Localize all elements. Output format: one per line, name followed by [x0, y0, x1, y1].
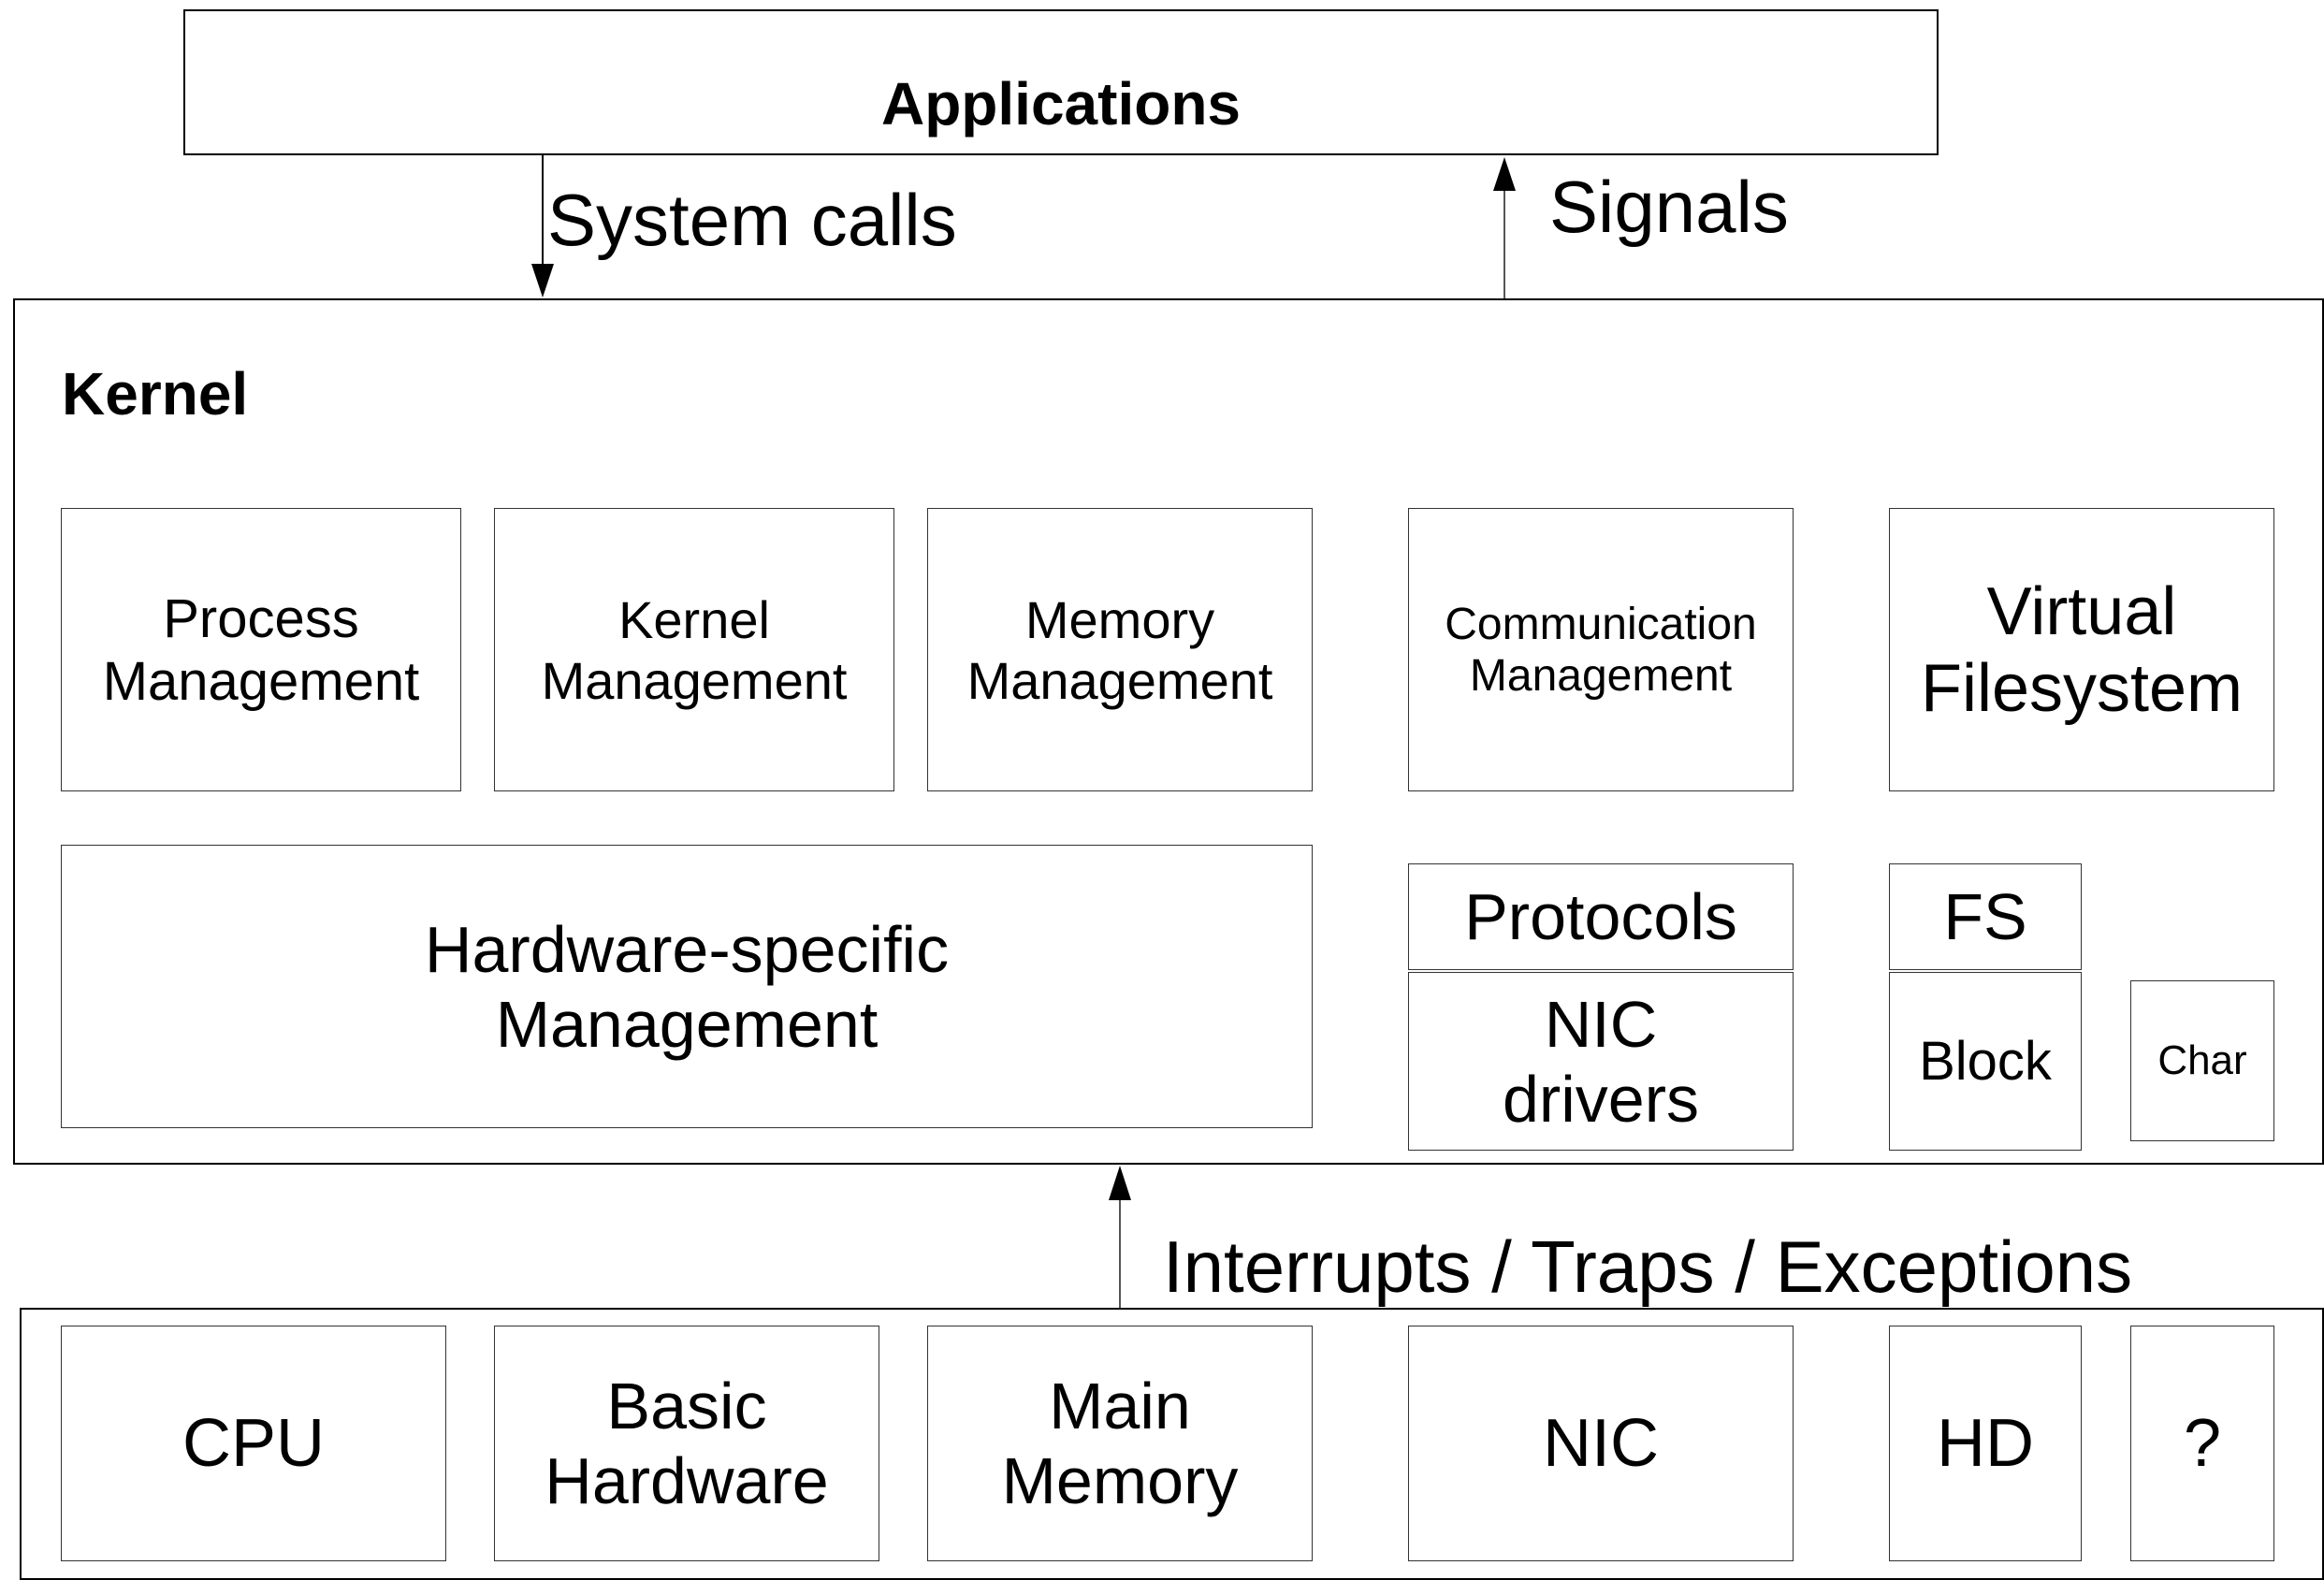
- main-memory-line1: Main: [1049, 1370, 1191, 1442]
- interrupts-arrow: [1109, 1166, 1131, 1308]
- interrupts-label: Interrupts / Traps / Exceptions: [1163, 1225, 2133, 1308]
- system-calls-arrow: [531, 155, 554, 297]
- basic-hardware-line2: Hardware: [545, 1444, 829, 1517]
- nic-drivers-box: NIC drivers: [1408, 972, 1794, 1151]
- communication-management-box: Communication Management: [1408, 508, 1794, 791]
- nic-label: NIC: [1543, 1406, 1659, 1481]
- applications-box: Applications: [183, 9, 1939, 155]
- hd-box: HD: [1889, 1326, 2082, 1561]
- protocols-box: Protocols: [1408, 863, 1794, 970]
- basic-hardware-line1: Basic: [606, 1370, 767, 1442]
- basic-hardware-box: Basic Hardware: [494, 1326, 879, 1561]
- protocols-label: Protocols: [1464, 880, 1737, 953]
- hd-label: HD: [1937, 1406, 2034, 1481]
- kernel-title: Kernel: [62, 360, 249, 428]
- virtual-filesystem-line2: Filesystem: [1920, 650, 2244, 726]
- kernel-management-line1: Kernel: [618, 589, 770, 649]
- process-management-line2: Management: [102, 650, 420, 712]
- cpu-label: CPU: [182, 1406, 325, 1481]
- nic-drivers-line2: drivers: [1502, 1062, 1700, 1136]
- process-management-line1: Process: [163, 587, 359, 649]
- hardware-specific-line1: Hardware-specific: [424, 912, 950, 986]
- process-management-box: Process Management: [61, 508, 461, 791]
- virtual-filesystem-box: Virtual Filesystem: [1889, 508, 2274, 791]
- memory-management-box: Memory Management: [927, 508, 1313, 791]
- block-label: Block: [1919, 1031, 2052, 1092]
- hardware-specific-line2: Management: [495, 987, 879, 1061]
- unknown-device-box: ?: [2130, 1326, 2274, 1561]
- memory-management-line1: Memory: [1024, 589, 1215, 649]
- memory-management-line2: Management: [966, 650, 1273, 710]
- fs-label: FS: [1943, 880, 2027, 953]
- hardware-specific-management-box: Hardware-specific Management: [61, 845, 1313, 1128]
- char-box: Char: [2130, 980, 2274, 1141]
- unknown-device-label: ?: [2183, 1406, 2222, 1481]
- cpu-box: CPU: [61, 1326, 446, 1561]
- main-memory-line2: Memory: [1001, 1444, 1239, 1517]
- kernel-management-box: Kernel Management: [494, 508, 894, 791]
- virtual-filesystem-line1: Virtual: [1986, 573, 2177, 649]
- char-label: Char: [2157, 1037, 2247, 1083]
- signals-label: Signals: [1549, 166, 1789, 248]
- applications-title: Applications: [880, 70, 1242, 138]
- kernel-management-line2: Management: [541, 650, 848, 710]
- signals-arrow: [1493, 157, 1516, 298]
- fs-box: FS: [1889, 863, 2082, 970]
- communication-management-line1: Communication: [1445, 599, 1757, 649]
- block-box: Block: [1889, 972, 2082, 1151]
- main-memory-box: Main Memory: [927, 1326, 1313, 1561]
- nic-drivers-line1: NIC: [1544, 987, 1658, 1061]
- communication-management-line2: Management: [1469, 650, 1733, 701]
- system-calls-label: System calls: [547, 179, 957, 261]
- nic-box: NIC: [1408, 1326, 1794, 1561]
